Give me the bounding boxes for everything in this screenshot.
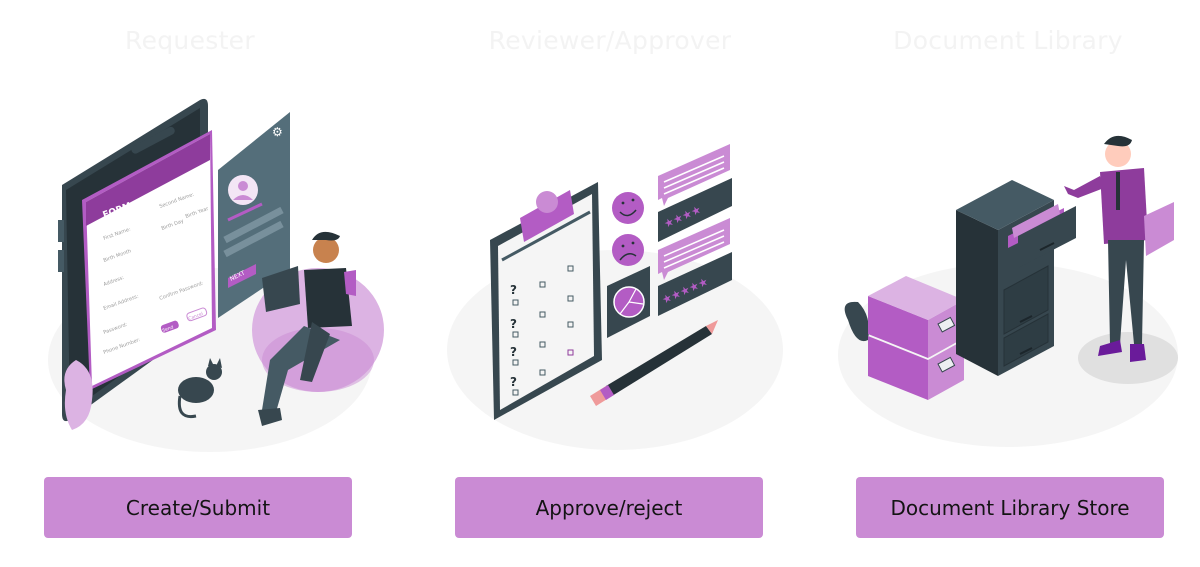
filing-cabinet: [956, 180, 1054, 376]
svg-text:?: ?: [510, 283, 517, 297]
svg-text:Cancel: Cancel: [188, 311, 204, 322]
checkboxes: [512, 265, 574, 396]
svg-text:?: ?: [510, 317, 517, 331]
requester-illustration: ⚙ NEXT FORM First Name: Second Name: Bir: [0, 90, 400, 460]
login-card: ⚙ NEXT: [218, 112, 290, 318]
stage-title: Reviewer/Approver: [488, 26, 732, 55]
document-library-illustration: [808, 90, 1200, 460]
person-standing: [1064, 135, 1174, 362]
storage-box-bottom: [868, 336, 964, 400]
pencil: [590, 320, 718, 406]
plant-decoration: [64, 360, 93, 430]
stage-reviewer-approver: Reviewer/Approver ? ? ? ?: [410, 0, 810, 567]
pie-chart-card: [607, 266, 650, 338]
stage-requester: Requester ⚙ NEXT: [0, 0, 400, 567]
cat: [177, 358, 222, 419]
svg-text:Send: Send: [162, 324, 175, 334]
create-submit-button[interactable]: Create/Submit: [44, 477, 352, 538]
stage-title: Requester: [125, 26, 255, 55]
stage-title: Document Library: [893, 26, 1123, 55]
svg-text:?: ?: [510, 375, 517, 389]
stage-document-library: Document Library: [808, 0, 1200, 567]
document-library-store-button[interactable]: Document Library Store: [856, 477, 1164, 538]
reviewer-illustration: ? ? ? ?: [410, 90, 810, 460]
review-bubble-2: [658, 218, 730, 280]
happy-face-icon: [612, 192, 644, 224]
question-marks: ? ? ? ?: [510, 283, 517, 389]
svg-text:?: ?: [510, 345, 517, 359]
storage-box-top: [868, 276, 964, 358]
clipboard-checklist: ? ? ? ?: [490, 182, 602, 420]
open-drawer-with-files: [1008, 204, 1076, 268]
form-sheet: FORM First Name: Second Name: Birth Day …: [82, 126, 216, 390]
plant-decoration: [844, 301, 869, 342]
person-sitting: [258, 231, 356, 426]
review-bubble-1: [658, 144, 730, 206]
svg-text:⚙: ⚙: [272, 125, 283, 139]
approve-reject-button[interactable]: Approve/reject: [455, 477, 763, 538]
rating-bar-1: ★★★★: [658, 178, 732, 242]
sad-face-icon: [612, 234, 644, 266]
